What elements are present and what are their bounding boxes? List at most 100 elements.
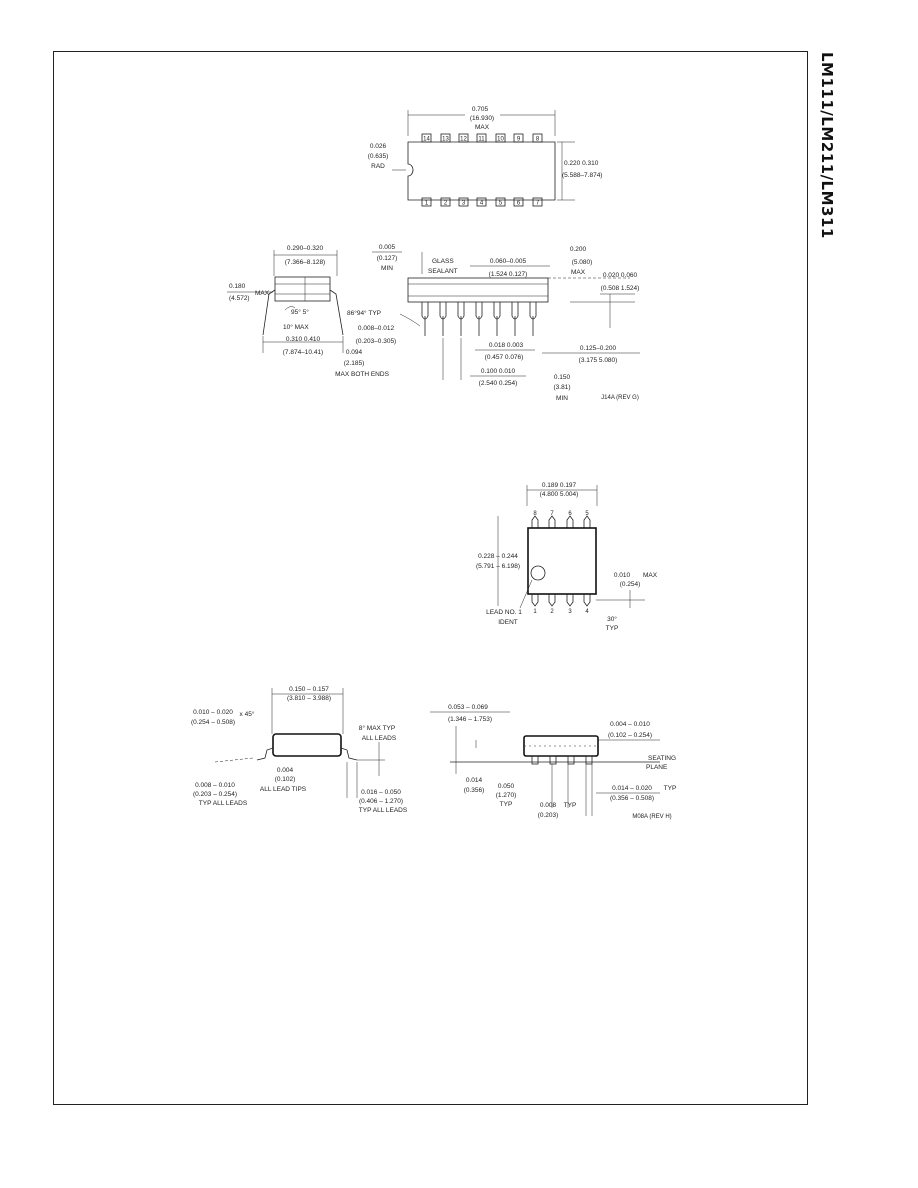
pin-label: 12 — [460, 137, 467, 143]
dip14-end-width-in: 0.290–0.320 — [287, 245, 324, 252]
so8-ident-2: IDENT — [498, 619, 518, 626]
dip14-rad-label: RAD — [371, 163, 385, 170]
dip14-maxh-mm: (5.080) — [572, 259, 593, 266]
so8-leadt-in: 0.008 – 0.010 — [195, 782, 235, 789]
pin-label: 8 — [536, 137, 540, 143]
pin-label: 2 — [444, 201, 448, 207]
dip14-pitch-mm: (2.540 0.254) — [479, 380, 518, 387]
dip14-thick-mm: (0.203–0.305) — [356, 338, 396, 345]
so8-chamfer-note: x 45° — [240, 710, 255, 718]
so8-plane: PLANE — [646, 764, 668, 771]
so8-height-mm: (5.791 – 6.198) — [476, 563, 520, 570]
pin-label: 8 — [533, 511, 537, 517]
so8-end-width-in: 0.150 – 0.157 — [289, 686, 329, 693]
so8-side-height-in: 0.053 – 0.069 — [448, 704, 488, 711]
so8-lead-mm: (0.356) — [464, 787, 485, 794]
dip14-min-note: MIN — [381, 265, 393, 272]
dip14-angle2: 10° MAX — [283, 323, 309, 331]
dip14-end-mm: (2.185) — [344, 360, 365, 367]
pin-label: 1 — [425, 201, 429, 207]
so8-end-angle-note: ALL LEADS — [362, 735, 397, 742]
so8-leadmax-note: MAX — [643, 572, 658, 579]
dip14-leadw-mm: (0.457 0.076) — [485, 354, 524, 361]
so8-leadt-mm: (0.203 – 0.254) — [193, 791, 237, 798]
dip14-thick-in: 0.008–0.012 — [358, 325, 395, 332]
dip14-bottom-pins: 1 2 3 4 5 6 7 — [421, 197, 543, 207]
dip14-glass: GLASS — [432, 258, 454, 265]
pin-label: 1 — [533, 609, 537, 615]
so8-leadw-note: TYP — [664, 785, 677, 792]
dip14-leadlen-note: MIN — [556, 395, 568, 402]
pin-label: 6 — [568, 511, 572, 517]
dip14-end-width-mm: (7.366–8.128) — [285, 259, 325, 266]
dip14-spread-in: 0.310 0.410 — [286, 336, 321, 343]
dip14-end-view: 0.290–0.320 (7.366–8.128) 0.180 (4.572) … — [227, 245, 344, 356]
dip14-end-in: 0.094 — [346, 349, 363, 356]
so8-foot-note: TYP ALL LEADS — [359, 807, 408, 814]
so8-leadw-mm: (0.356 – 0.508) — [610, 795, 654, 802]
dip14-maxh-in: 0.200 — [570, 246, 587, 253]
so8-side-height-mm: (1.346 – 1.753) — [448, 716, 492, 723]
pin-label: 6 — [517, 201, 521, 207]
so8-lead-in: 0.014 — [466, 777, 483, 784]
so8-leadmax-in: 0.010 — [614, 572, 631, 579]
dip14-leadlen-mm: (3.81) — [554, 384, 571, 391]
dip14-height-in: 0.220 0.310 — [564, 160, 599, 167]
pin-label: 4 — [585, 609, 589, 615]
dip14-standoff-mm: (0.508 1.524) — [601, 285, 640, 292]
dip14-end-note: MAX BOTH ENDS — [335, 371, 389, 378]
dip14-min-mm: (0.127) — [377, 255, 398, 262]
dip14-top-pins: 14 13 12 11 10 9 8 — [421, 133, 543, 143]
so8-pitch-note: TYP — [500, 801, 513, 808]
dip14-min-in: 0.005 — [379, 244, 396, 251]
so8-drawing-id: M08A (REV H) — [632, 814, 671, 820]
dip14-seat-mm: (3.175 5.080) — [579, 357, 618, 364]
dip14-width-note: MAX — [475, 124, 490, 131]
so8-standoff-mm: (0.102 – 0.254) — [608, 732, 652, 739]
dip14-shoulder-mm: (1.524 0.127) — [489, 271, 528, 278]
so8-leadt-note: TYP ALL LEADS — [199, 800, 248, 807]
side-title: LM111/LM211/LM311 — [818, 52, 836, 239]
so8-foot-mm: (0.406 – 1.270) — [359, 798, 403, 805]
so8-gap-note: TYP — [564, 802, 577, 809]
so8-chamfer-in: 0.010 – 0.020 — [193, 709, 233, 716]
so8-height-in: 0.228 – 0.244 — [478, 553, 518, 560]
so8-width-mm: (4.800 5.004) — [540, 491, 579, 498]
dip14-standoff-in: 0.020 0.060 — [603, 272, 638, 279]
dip14-seat-in: 0.125–0.200 — [580, 345, 617, 352]
so8-top-view: 0.189 0.197 (4.800 5.004) 8 7 6 5 1 2 3 … — [476, 482, 658, 632]
so8-pitch-in: 0.050 — [498, 783, 515, 790]
dip14-end-height-mm: (4.572) — [229, 295, 250, 302]
so8-angle-note: TYP — [606, 625, 619, 632]
pin-label: 14 — [423, 137, 430, 143]
so8-end-width-mm: (3.810 – 3.988) — [287, 695, 331, 702]
dip14-pitch-in: 0.100 0.010 — [481, 368, 516, 375]
so8-foot-in: 0.016 – 0.050 — [361, 789, 401, 796]
pin-label: 7 — [550, 511, 554, 517]
page-border — [53, 51, 808, 1105]
so8-angle: 30° — [607, 615, 617, 623]
dip14-rad-in: 0.026 — [370, 143, 387, 150]
pin-label: 10 — [497, 137, 504, 143]
so8-leadmax-mm: (0.254) — [620, 581, 641, 588]
pin-label: 11 — [478, 137, 485, 143]
so8-end-view: 0.150 – 0.157 (3.810 – 3.988) 0.010 – 0.… — [191, 686, 408, 814]
so8-chamfer-mm: (0.254 – 0.508) — [191, 719, 235, 726]
dip14-angle-typ: 86°94° TYP — [347, 309, 381, 317]
pin-label: 3 — [462, 201, 466, 207]
pin-label: 13 — [442, 137, 449, 143]
so8-tip-mm: (0.102) — [275, 776, 296, 783]
dip14-top-view: 0.705 (16.930) MAX 14 13 12 11 10 9 8 1 … — [368, 106, 603, 207]
dip14-leadw-in: 0.018 0.003 — [489, 342, 524, 349]
so8-tip-in: 0.004 — [277, 767, 294, 774]
so8-end-angle: 8° MAX TYP — [359, 724, 395, 732]
so8-bottom-pins: 1 2 3 4 — [531, 594, 591, 615]
so8-tip-note: ALL LEAD TIPS — [260, 786, 307, 793]
so8-seating: SEATING — [648, 755, 676, 762]
so8-standoff-in: 0.004 – 0.010 — [610, 721, 650, 728]
pin-label: 5 — [585, 511, 589, 517]
pin-label: 9 — [517, 137, 521, 143]
pin-label: 4 — [480, 201, 484, 207]
dip14-shoulder-in: 0.060–0.005 — [490, 258, 527, 265]
pin-label: 2 — [550, 609, 554, 615]
